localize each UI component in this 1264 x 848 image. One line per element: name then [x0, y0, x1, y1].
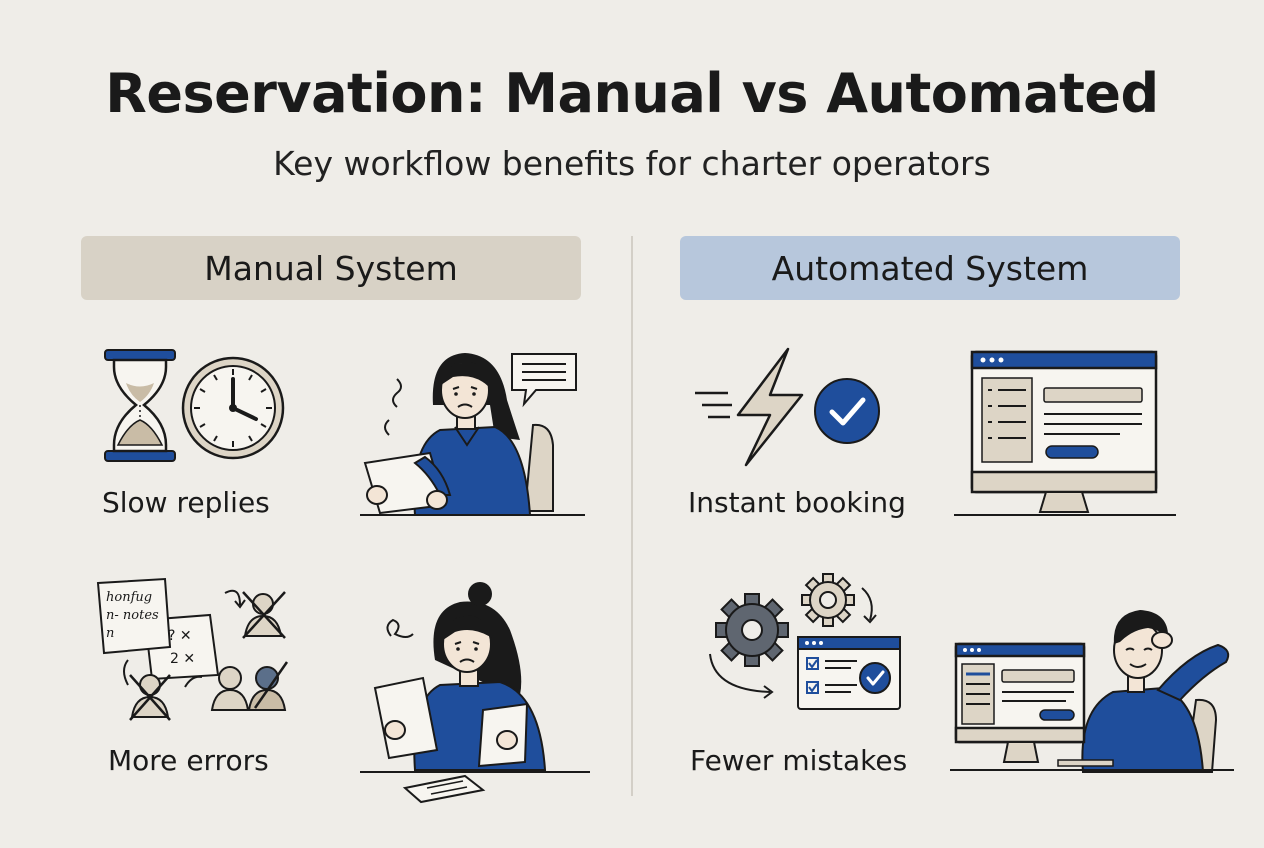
hourglass-icon [104, 349, 176, 462]
slow-replies-caption: Slow replies [102, 486, 270, 519]
automated-system-header: Automated System [680, 236, 1180, 300]
lightning-icon [695, 347, 804, 467]
gears-icon [709, 573, 877, 699]
relaxed-man-computer-icon [950, 610, 1234, 773]
checklist-window-icon [797, 636, 901, 710]
handwritten-notes-icon: ? ✕ 2 ✕ honfug n- notes n [96, 577, 246, 721]
more-errors-caption: More errors [108, 744, 269, 777]
page-subtitle: Key workflow benefits for charter operat… [273, 144, 991, 183]
stressed-woman-papers-icon [360, 582, 590, 804]
column-divider [631, 236, 633, 796]
crossed-out-person-icon [210, 591, 289, 711]
monitor-booking-icon [954, 350, 1176, 516]
svg-text:n- notes: n- notes [106, 608, 159, 623]
manual-system-title: Manual System [204, 248, 458, 288]
speech-bubble-icon [511, 353, 577, 408]
svg-text:? ✕: ? ✕ [168, 628, 192, 644]
check-circle-icon [814, 378, 880, 444]
page-title: Reservation: Manual vs Automated [105, 62, 1159, 125]
clock-icon [181, 356, 285, 460]
fewer-mistakes-caption: Fewer mistakes [690, 744, 908, 777]
instant-booking-caption: Instant booking [688, 486, 906, 519]
svg-text:2 ✕: 2 ✕ [170, 651, 195, 667]
worried-woman-reading-icon [360, 353, 585, 516]
automated-system-title: Automated System [771, 248, 1089, 288]
svg-text:honfug: honfug [106, 590, 152, 605]
manual-system-header: Manual System [81, 236, 581, 300]
svg-text:n: n [106, 626, 114, 641]
